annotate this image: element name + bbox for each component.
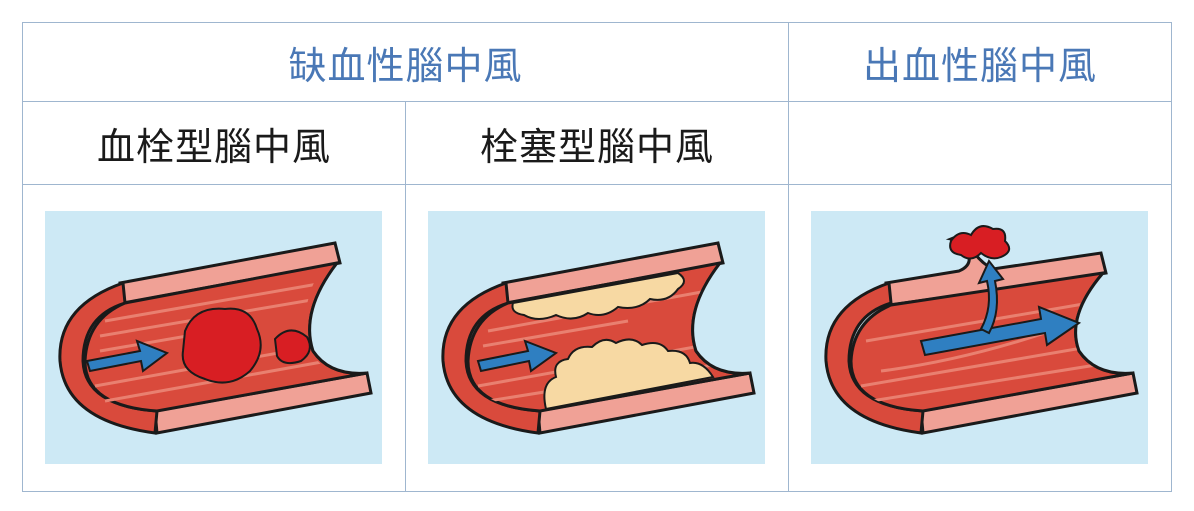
blood-vessel-with-clot-icon (58, 241, 373, 435)
empty-cell (789, 102, 1171, 185)
embolism-cell (406, 185, 789, 491)
hemorrhage-cell (789, 185, 1171, 491)
embolism-illustration (428, 211, 765, 464)
blood-vessel-with-plaque-icon (441, 241, 756, 435)
thrombotic-stroke-label: 血栓型腦中風 (23, 102, 406, 185)
hemorrhage-illustration (811, 211, 1148, 464)
stroke-types-table: 缺血性腦中風 出血性腦中風 血栓型腦中風 栓塞型腦中風 (22, 22, 1172, 492)
embolic-stroke-label: 栓塞型腦中風 (406, 102, 789, 185)
ischemic-stroke-header: 缺血性腦中風 (23, 23, 789, 102)
ruptured-blood-vessel-icon (824, 225, 1139, 435)
hemorrhagic-stroke-header: 出血性腦中風 (789, 23, 1171, 102)
thrombus-cell (23, 185, 406, 491)
thrombus-illustration (45, 211, 382, 464)
